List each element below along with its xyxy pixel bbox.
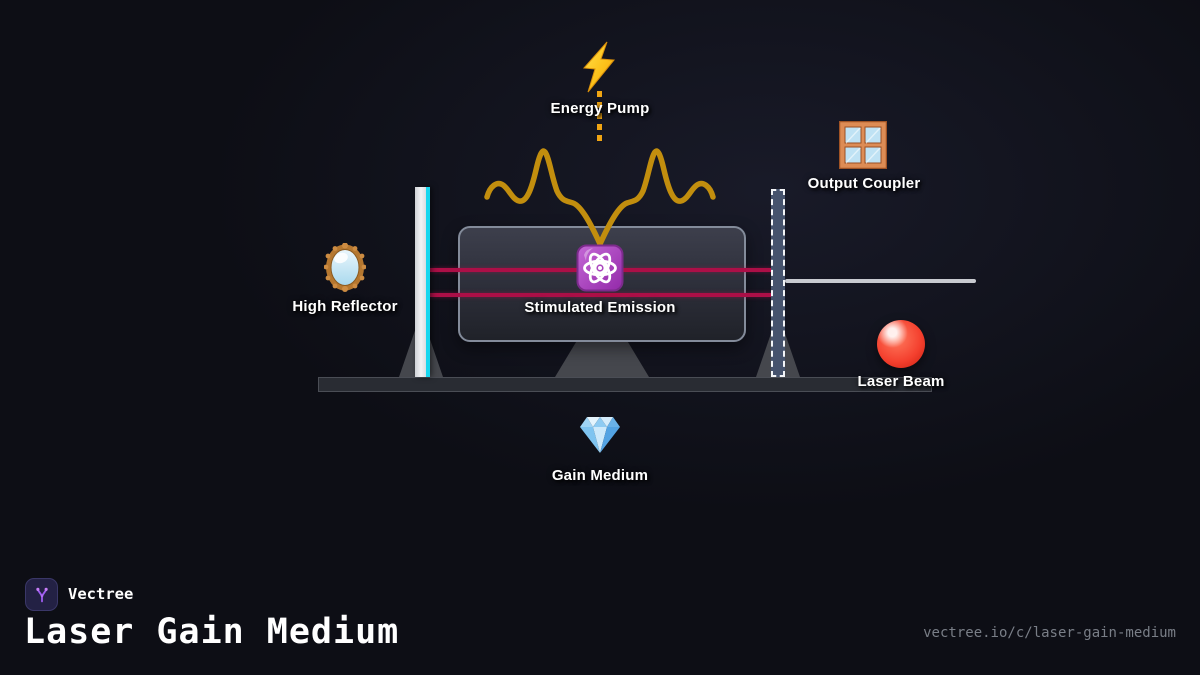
laser-ball-icon <box>877 320 925 368</box>
page-title: Laser Gain Medium <box>24 612 400 652</box>
page-url: vectree.io/c/laser-gain-medium <box>923 625 1176 641</box>
output-beam-line <box>785 279 976 283</box>
laser-beam-label: Laser Beam <box>857 373 945 390</box>
pump-dashed-line <box>597 91 602 141</box>
lightning-icon <box>582 41 615 93</box>
high-reflector-label: High Reflector <box>292 298 398 315</box>
window-icon <box>839 121 887 169</box>
vectree-logo <box>25 578 58 611</box>
gain-medium-cavity-box <box>458 226 746 342</box>
intracavity-beam-lower <box>430 293 772 297</box>
brand-name: Vectree <box>68 585 134 603</box>
gain-medium-label: Gain Medium <box>551 467 649 484</box>
diamond-icon <box>580 417 620 453</box>
energy-pump-label: Energy Pump <box>550 100 650 117</box>
output-coupler-label: Output Coupler <box>807 175 921 192</box>
optical-bench <box>318 377 932 392</box>
atom-icon <box>576 244 624 292</box>
output-coupler-mirror-bar <box>771 189 785 377</box>
stimulated-emission-label: Stimulated Emission <box>524 299 676 316</box>
cavity-stand-center <box>555 338 649 377</box>
mirror-icon <box>324 243 366 292</box>
pump-wave-curve <box>484 148 716 247</box>
high-reflector-mirror-bar <box>415 187 430 377</box>
vectree-branch-icon <box>35 587 48 602</box>
